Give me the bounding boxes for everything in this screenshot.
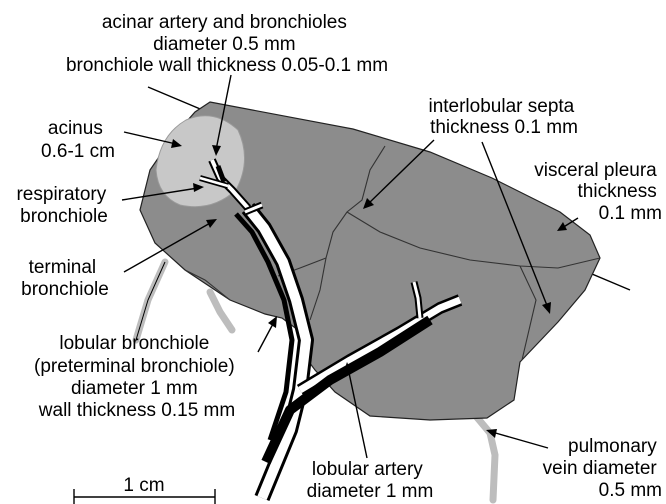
lobular-bronchiole-line-2: (preterminal bronchiole)	[34, 356, 235, 377]
lobular-bronchiole-line-3: diameter 1 mm	[71, 378, 198, 399]
respiratory-bronchiole-line-2: bronchiole	[20, 206, 108, 227]
acinar-artery-line-3: bronchiole wall thickness 0.05-0.1 mm	[66, 55, 388, 76]
visceral-pleura-line-2: thickness	[578, 181, 657, 202]
pulmonary-vein-label: pulmonary vein diameter 0.5 mm	[543, 436, 662, 501]
respiratory-bronchiole-label: respiratory bronchiole	[16, 184, 111, 227]
lobular-artery-label: lobular artery diameter 1 mm	[307, 459, 434, 502]
lobular-bronchiole-line-1: lobular bronchiole	[59, 333, 209, 354]
interlobular-septa-line-1: interlobular septa	[428, 96, 574, 117]
acinar-artery-label: acinar artery and bronchioles diameter 0…	[66, 12, 388, 76]
interlobular-septa-label: interlobular septa thickness 0.1 mm	[428, 96, 579, 138]
terminal-bronchiole-label: terminal bronchiole	[21, 257, 109, 300]
pulmonary-vein-line-3: 0.5 mm	[599, 480, 662, 501]
lobular-bronchiole-line-4: wall thickness 0.15 mm	[38, 400, 235, 421]
acinus-label: acinus 0.6-1 cm	[41, 118, 115, 162]
pulmonary-vein-line-1: pulmonary	[568, 436, 657, 457]
lobular-artery-line-2: diameter 1 mm	[307, 481, 434, 502]
visceral-pleura-line-1: visceral pleura	[534, 160, 657, 181]
interlobular-septa-line-2: thickness 0.1 mm	[430, 117, 578, 138]
lobular-bronchiole-label: lobular bronchiole (preterminal bronchio…	[34, 333, 240, 421]
pulmonary-vein-line-2: vein diameter	[543, 458, 658, 479]
visceral-pleura-line-3: 0.1 mm	[599, 203, 662, 224]
scale-bar-label: 1 cm	[123, 475, 164, 496]
terminal-bronchiole-line-1: terminal	[29, 257, 97, 278]
respiratory-bronchiole-line-1: respiratory	[16, 184, 106, 205]
lobular-artery-line-1: lobular artery	[312, 459, 423, 480]
terminal-bronchiole-line-2: bronchiole	[21, 279, 109, 300]
acinus-line-1: acinus	[48, 118, 103, 139]
acinar-artery-line-1: acinar artery and bronchioles	[102, 12, 347, 33]
acinus-line-2: 0.6-1 cm	[41, 141, 115, 162]
acinar-artery-line-2: diameter 0.5 mm	[153, 34, 296, 55]
